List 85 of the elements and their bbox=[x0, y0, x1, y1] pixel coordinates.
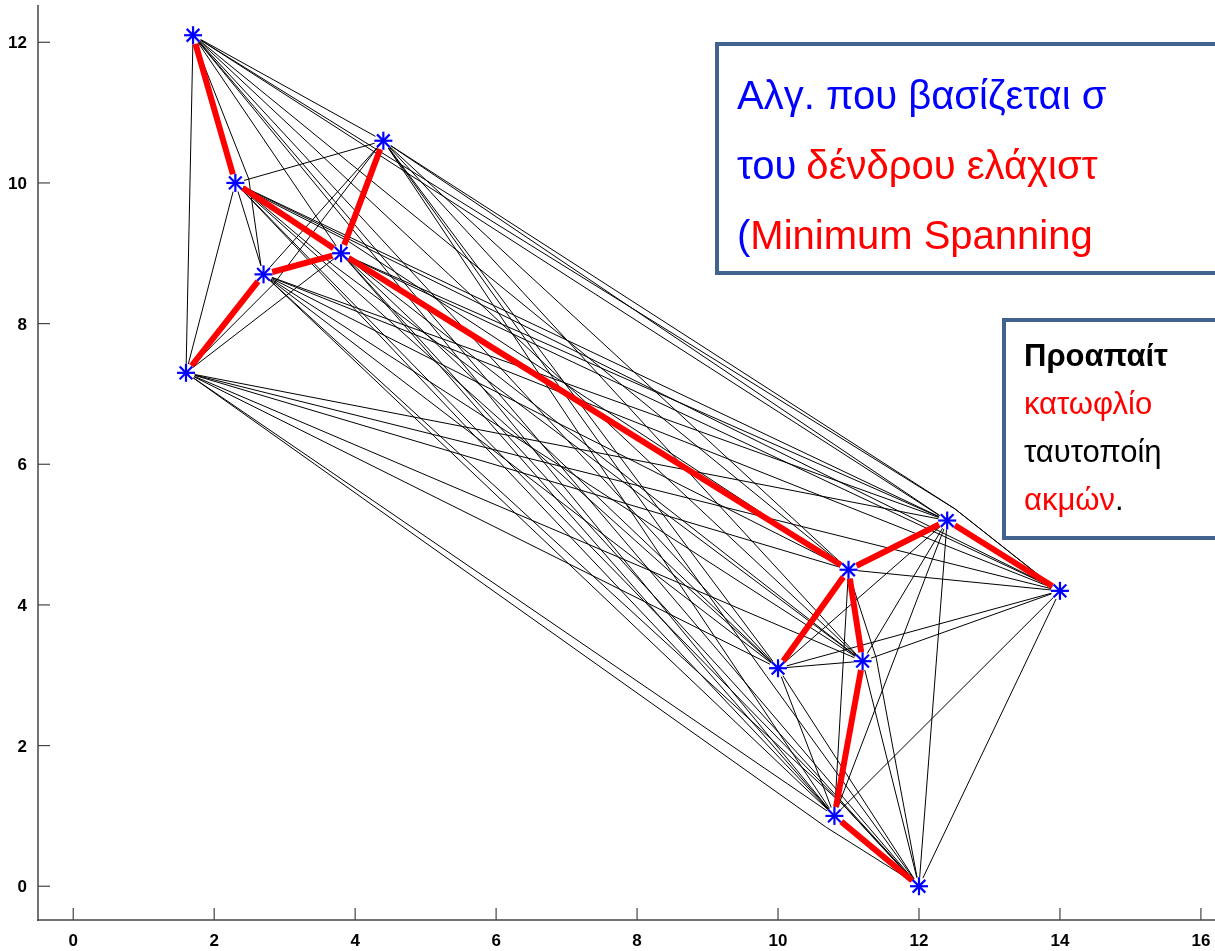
tick-label: 8 bbox=[17, 314, 27, 334]
edge-line bbox=[840, 596, 1055, 811]
highlighted-edge bbox=[846, 578, 865, 653]
highlighted-edge bbox=[780, 575, 846, 663]
tick-label: 0 bbox=[68, 931, 78, 950]
text-box bbox=[1002, 318, 1215, 540]
edge-line bbox=[856, 570, 1052, 591]
edge-line bbox=[346, 259, 829, 810]
box-text: ταυτοποίη bbox=[1024, 434, 1162, 469]
highlighted-edge bbox=[189, 279, 261, 368]
box-text: ( bbox=[737, 213, 751, 257]
edge-line bbox=[270, 279, 772, 664]
star-marker bbox=[177, 363, 195, 382]
edge-line bbox=[866, 527, 944, 654]
star-marker bbox=[910, 877, 928, 896]
edge-line bbox=[270, 278, 856, 657]
edge-line bbox=[271, 277, 1053, 589]
edge-line bbox=[782, 675, 915, 880]
edge-line bbox=[185, 43, 194, 365]
star-marker bbox=[184, 26, 203, 45]
highlighted-edge bbox=[241, 185, 336, 251]
star-marker bbox=[332, 244, 351, 263]
edge-line bbox=[348, 256, 940, 518]
edge-line bbox=[243, 142, 376, 181]
tick-label: 6 bbox=[491, 931, 501, 950]
edge-line bbox=[237, 191, 262, 267]
edge-line bbox=[786, 592, 1052, 667]
box-text: Minimum Spanning bbox=[750, 213, 1093, 257]
tick-label: 2 bbox=[209, 931, 219, 950]
star-marker bbox=[825, 806, 844, 825]
box-text: Προαπαίτ bbox=[1024, 338, 1168, 373]
tick-label: 2 bbox=[17, 736, 27, 756]
edge-line bbox=[388, 146, 857, 656]
highlighted-edge bbox=[839, 819, 914, 883]
edge-line bbox=[919, 529, 947, 878]
tick-label: 8 bbox=[632, 931, 642, 950]
tick-label: 4 bbox=[17, 595, 27, 615]
edge-line bbox=[187, 191, 234, 365]
edge-line bbox=[864, 669, 918, 878]
star-marker bbox=[254, 265, 273, 284]
box-text: του bbox=[737, 143, 797, 187]
edge-line bbox=[387, 147, 830, 809]
edge-line bbox=[784, 525, 941, 663]
box-text: ακμών bbox=[1024, 482, 1115, 517]
edge-line bbox=[192, 258, 335, 368]
tick-label: 16 bbox=[1191, 931, 1211, 950]
edge-line bbox=[870, 593, 1052, 659]
highlighted-edge bbox=[192, 43, 236, 176]
edge-line bbox=[194, 374, 939, 520]
box-text: . bbox=[1115, 482, 1124, 517]
box-text: δένδρου ελάχιστ bbox=[806, 143, 1098, 187]
edge-line bbox=[786, 661, 855, 668]
star-marker bbox=[769, 659, 788, 678]
tick-label: 6 bbox=[17, 455, 27, 475]
edge-line bbox=[197, 42, 337, 247]
star-marker bbox=[938, 511, 957, 530]
edge-line bbox=[271, 276, 940, 518]
edge-line bbox=[269, 146, 378, 269]
edge-line bbox=[388, 147, 774, 662]
tick-label: 14 bbox=[1050, 931, 1070, 950]
star-marker bbox=[1050, 581, 1069, 600]
box-text: κατωφλίο bbox=[1024, 386, 1153, 421]
star-marker bbox=[374, 131, 393, 150]
edge-line bbox=[194, 374, 1052, 590]
tick-label: 4 bbox=[350, 931, 360, 950]
edge-line bbox=[194, 374, 841, 568]
tick-label: 10 bbox=[8, 173, 27, 193]
highlighted-edge bbox=[953, 522, 1054, 589]
edge-line bbox=[922, 598, 1057, 879]
text-box bbox=[715, 42, 1215, 275]
star-marker bbox=[853, 652, 872, 671]
edge-line bbox=[780, 676, 832, 808]
highlighted-edge bbox=[855, 521, 941, 569]
box-text: Αλγ. που βασίζεται σ bbox=[737, 73, 1107, 117]
tick-label: 0 bbox=[17, 877, 27, 897]
tick-label: 12 bbox=[909, 931, 929, 950]
highlighted-edge bbox=[271, 252, 334, 275]
edge-line bbox=[200, 39, 376, 137]
highlighted-edge bbox=[347, 255, 843, 568]
highlighted-edge bbox=[341, 148, 383, 246]
star-marker bbox=[226, 173, 245, 192]
highlighted-edge bbox=[833, 669, 864, 808]
star-marker bbox=[839, 560, 858, 579]
tick-label: 10 bbox=[768, 931, 788, 950]
tick-label: 12 bbox=[8, 33, 27, 53]
